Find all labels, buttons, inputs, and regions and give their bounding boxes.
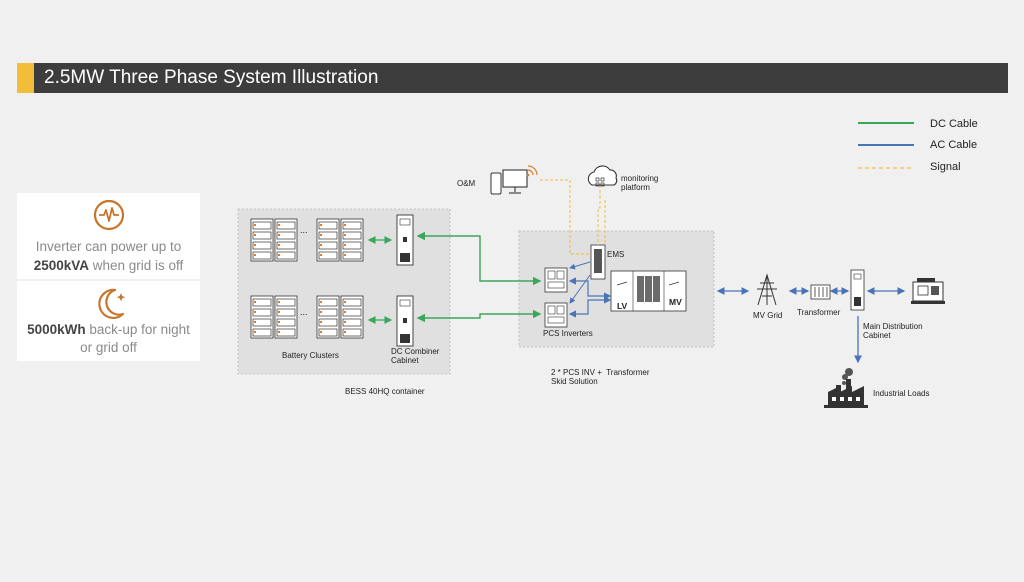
battery-clusters-label: Battery Clusters	[282, 351, 339, 360]
backup-card-line1: 5000kWh back-up for night	[17, 320, 200, 339]
distribution-cabinet-icon	[850, 269, 865, 311]
om-devices-icon	[490, 165, 538, 195]
inverter-card-line1: Inverter can power up to	[35, 239, 182, 254]
ellipsis-top: ...	[300, 225, 308, 235]
ellipsis-bottom: ...	[300, 307, 308, 317]
ems-icon	[590, 244, 606, 280]
legend-signal-label: Signal	[930, 161, 961, 173]
om-label: O&M	[457, 179, 476, 188]
industrial-loads-label: Industrial Loads	[873, 389, 930, 398]
backup-card-line2: or grid off	[80, 340, 137, 355]
lv-mv-transformer-icon	[610, 270, 687, 312]
page-title: 2.5MW Three Phase System Illustration	[44, 67, 379, 88]
monitoring-label: monitoring platform	[621, 174, 659, 192]
cloud-monitoring-icon	[587, 165, 618, 187]
ems-label: EMS	[607, 250, 625, 259]
bess-label: BESS 40HQ container	[345, 387, 425, 396]
power-tower-icon	[757, 273, 777, 306]
dc-combiner-icon	[396, 295, 414, 347]
inverter-card-bold: 2500kVA	[33, 258, 89, 273]
dc-combiner-icon	[396, 214, 414, 266]
backup-card-rest: back-up for night	[85, 322, 190, 337]
mv-grid-label: MV Grid	[753, 311, 783, 320]
factory-icon	[824, 368, 868, 408]
moon-stars-icon	[98, 288, 126, 319]
legend-dc-label: DC Cable	[930, 118, 978, 130]
inverter-card-rest: when grid is off	[88, 258, 184, 273]
waveform-icon	[93, 199, 125, 231]
inverter-power-card: Inverter can power up to 2500kVA when gr…	[17, 193, 200, 279]
skid-label: 2 * PCS INV + Transformer Skid Solution	[551, 368, 650, 386]
mv-label: MV	[669, 297, 682, 307]
pcs-inverter-icon	[544, 267, 568, 293]
dc-combiner-label: DC Combiner Cabinet	[391, 347, 440, 365]
generator-icon	[911, 278, 945, 304]
backup-card-bold: 5000kWh	[27, 322, 86, 337]
legend-ac-label: AC Cable	[930, 139, 978, 151]
lv-label: LV	[617, 301, 628, 311]
backup-card: 5000kWh back-up for night or grid off	[17, 281, 200, 361]
title-accent	[17, 63, 34, 93]
main-distribution-label: Main Distribution Cabinet	[863, 322, 923, 340]
pcs-inverter-icon	[544, 302, 568, 328]
inverter-card-line2: 2500kVA when grid is off	[17, 256, 200, 275]
transformer-label: Transformer	[797, 308, 841, 317]
legend	[858, 122, 914, 169]
pcs-inverters-label: PCS Inverters	[543, 329, 593, 338]
transformer-icon	[810, 284, 831, 300]
title-bar	[17, 63, 1008, 93]
